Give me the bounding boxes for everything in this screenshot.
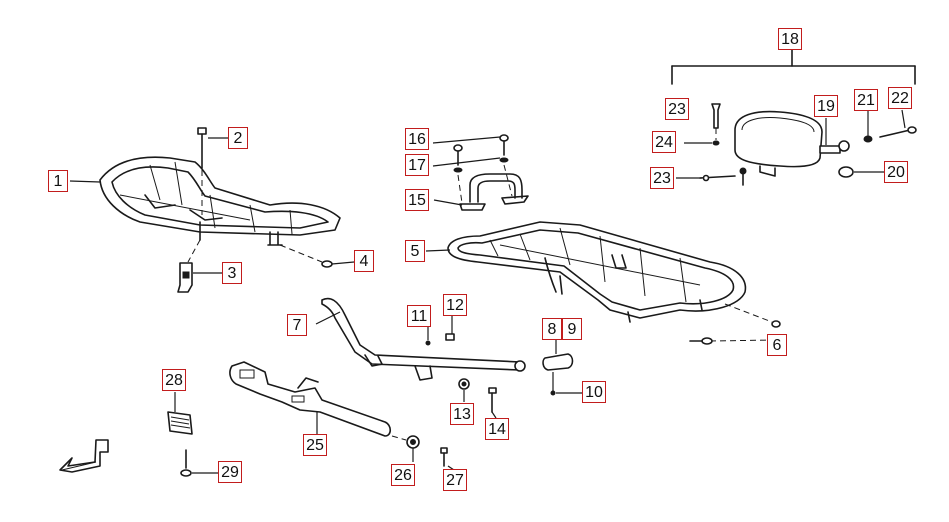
callout-7: 7 xyxy=(287,314,307,336)
callout-22: 22 xyxy=(888,87,912,109)
end-cap-8-9 xyxy=(542,340,582,396)
bolt-29 xyxy=(180,449,218,477)
callout-25: 25 xyxy=(303,434,327,456)
backrest-hardware xyxy=(676,103,917,186)
callout-4: 4 xyxy=(354,250,374,272)
callout-27: 27 xyxy=(443,469,467,491)
handle-15 xyxy=(433,173,529,211)
callout-16: 16 xyxy=(405,128,429,150)
bracket-3 xyxy=(177,239,222,293)
leader-1 xyxy=(69,180,101,183)
callout-2: 2 xyxy=(228,127,248,149)
callout-23-bottom: 23 xyxy=(650,167,674,189)
fasteners-11-12 xyxy=(425,316,455,346)
callout-24: 24 xyxy=(652,131,676,153)
callout-8: 8 xyxy=(542,318,562,340)
callout-9: 9 xyxy=(562,318,582,340)
grip-plate-28 xyxy=(167,392,193,435)
callout-3: 3 xyxy=(222,262,242,284)
callout-17: 17 xyxy=(405,154,429,176)
backrest xyxy=(734,110,823,177)
callout-26: 26 xyxy=(391,464,415,486)
bolts-16-17 xyxy=(432,134,513,204)
callout-19: 19 xyxy=(814,95,838,117)
callout-23-top: 23 xyxy=(665,98,689,120)
callout-21: 21 xyxy=(854,89,878,111)
front-direction-arrow-icon xyxy=(59,439,109,473)
callout-18: 18 xyxy=(778,28,802,50)
callout-28: 28 xyxy=(162,369,186,391)
callout-6: 6 xyxy=(767,334,787,356)
tube-7 xyxy=(315,297,526,381)
callout-15: 15 xyxy=(405,189,429,211)
nut-bolt-13-14 xyxy=(458,378,497,419)
rear-rack xyxy=(447,221,747,323)
callout-14: 14 xyxy=(485,418,509,440)
callout-5: 5 xyxy=(405,240,425,262)
nut-bolt-26-27 xyxy=(391,435,455,471)
callout-1: 1 xyxy=(48,170,68,192)
footrest-25 xyxy=(229,361,392,440)
callout-10: 10 xyxy=(582,381,606,403)
callout-11: 11 xyxy=(407,305,431,327)
callout-12: 12 xyxy=(443,294,467,316)
front-rack xyxy=(99,156,341,246)
bolt-2 xyxy=(197,127,228,215)
callout-13: 13 xyxy=(450,403,474,425)
bolts-6 xyxy=(689,303,781,345)
bracket-18 xyxy=(671,49,916,85)
bolt-4 xyxy=(279,244,355,268)
callout-29: 29 xyxy=(218,461,242,483)
leader-5 xyxy=(425,249,451,252)
callout-20: 20 xyxy=(884,161,908,183)
